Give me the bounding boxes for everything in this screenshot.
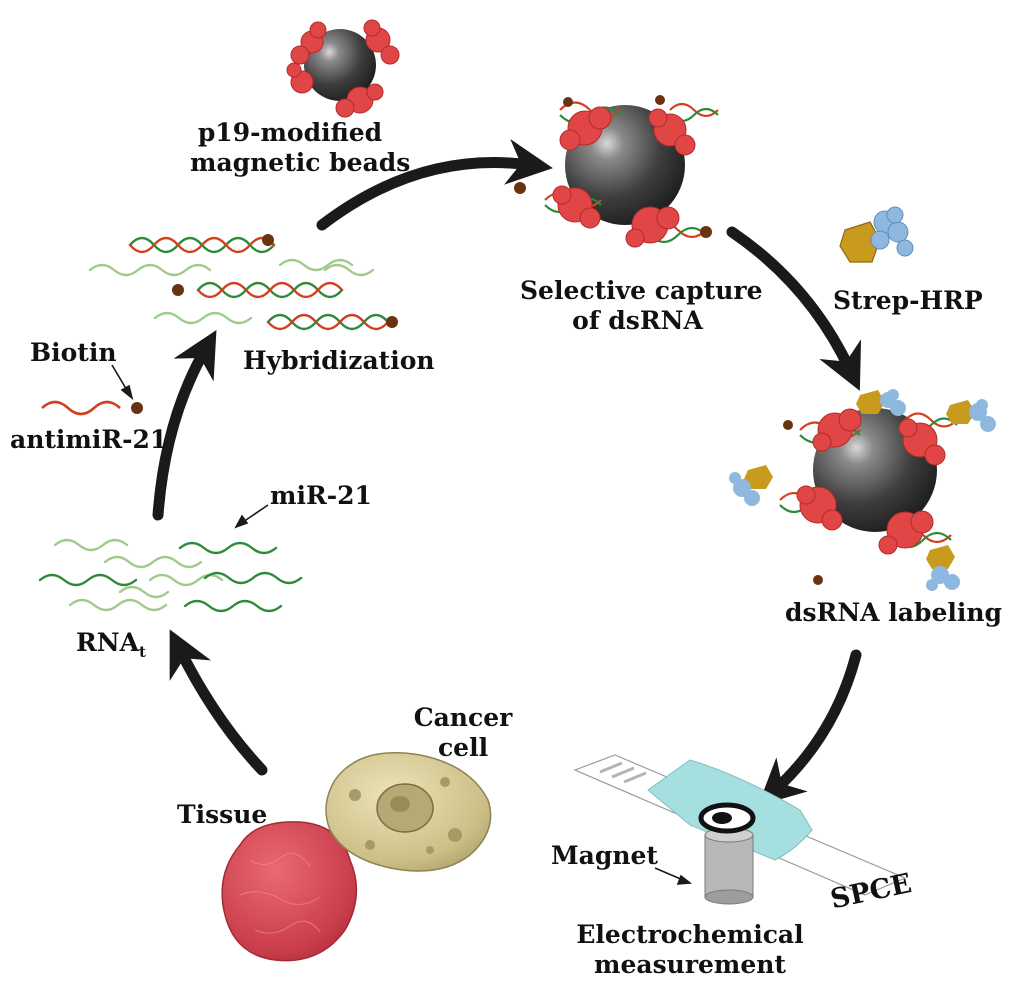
captured-bead-icon [514,95,719,248]
cancer-cell-icon [325,752,492,872]
strep-hrp-label: Strep-HRP [833,286,983,315]
biotin-label: Biotin [30,338,117,367]
hybrid-strands-icon [88,234,398,331]
electrochemical-label: Electrochemical measurement [570,920,810,980]
cancer-label-line1: Cancer [413,703,513,732]
rna-label-subscript: t [139,643,146,661]
cancer-label-line2: cell [437,733,489,762]
arrow-rna-to-hybridization [152,329,217,521]
mir-label: miR-21 [270,481,372,510]
arrow-hybridization-to-capture [316,138,553,231]
electro-label-line2: measurement [594,950,786,979]
capture-label-line1: Selective capture [520,276,763,305]
tissue-icon [221,821,358,962]
cancer-cell-label: Cancer cell [408,703,518,763]
magnet-label: Magnet [551,841,658,870]
p19-bead-icon [286,19,400,118]
beads-label-line1: p19-modified [197,118,383,147]
hybridization-label: Hybridization [243,346,435,375]
electrode-icon [573,754,907,905]
rna-label: RNAt [76,628,146,661]
electro-label-line1: Electrochemical [576,920,804,949]
rna-label-main: RNA [76,628,140,657]
labeling-label: dsRNA labeling [785,598,1003,627]
tissue-label: Tissue [177,800,268,829]
rna-strands-icon [38,538,303,613]
capture-label: Selective capture of dsRNA [520,276,763,336]
beads-label: p19-modified magnetic beads [190,118,411,178]
arrow-tissue-to-rna [169,629,268,776]
cycle-arrows [152,138,862,806]
arrow-labeling-to-measurement [757,649,862,806]
arrow-capture-to-labeling [726,226,862,391]
capture-label-line2: of dsRNA [572,306,703,335]
pointer-arrows [111,364,693,885]
antimir-probe-icon [41,400,143,416]
beads-label-line2: magnetic beads [190,148,411,177]
labeled-bead-icon [729,389,996,591]
strep-hrp-icon [839,206,914,263]
antimir-label: antimiR-21 [10,425,168,454]
